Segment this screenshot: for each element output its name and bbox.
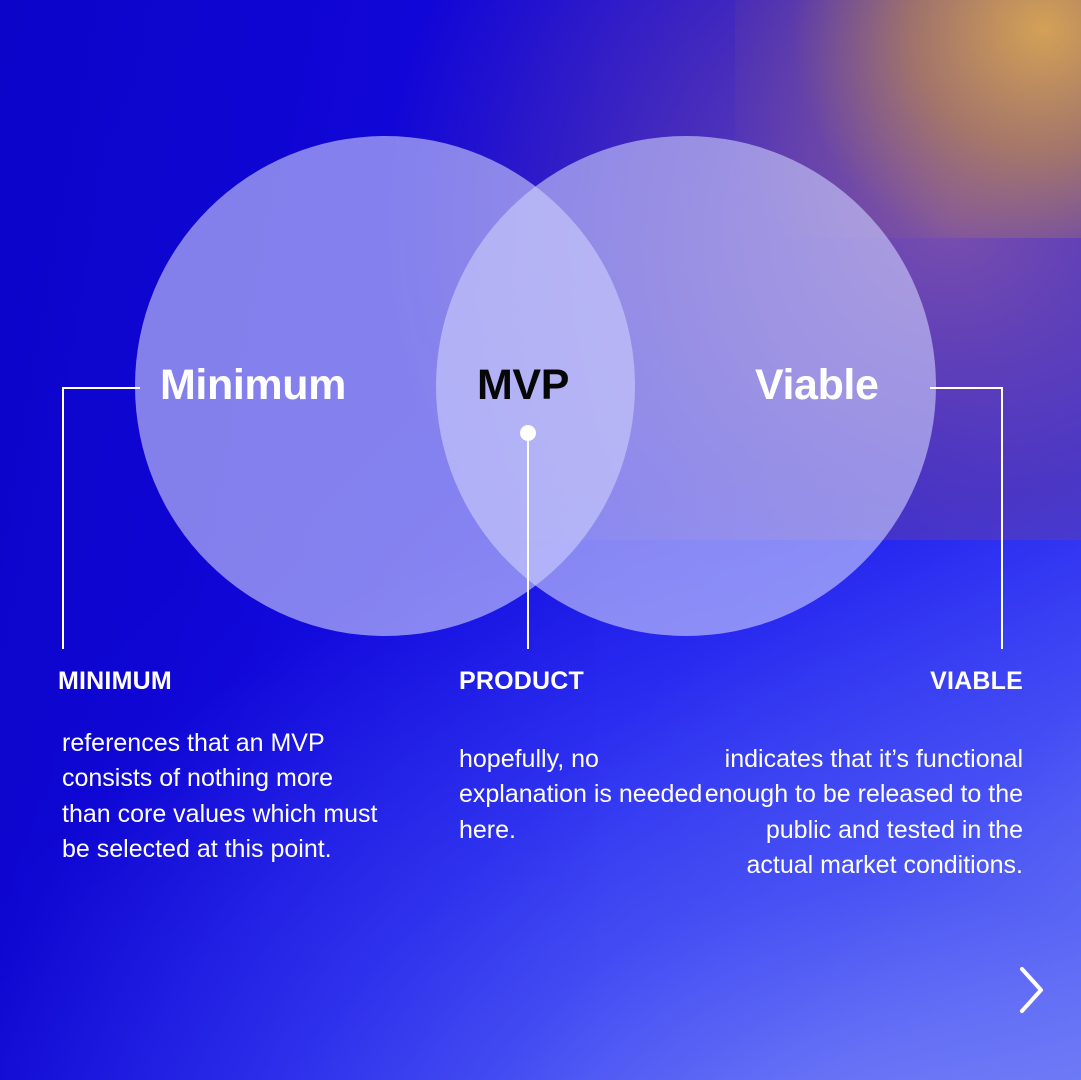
column-viable: VIABLE indicates that it’s functional en…: [700, 667, 1023, 884]
column-title-product: PRODUCT: [459, 667, 585, 695]
column-body-viable: indicates that it’s functional enough to…: [704, 744, 1023, 880]
column-minimum: MINIMUM references that an MVP consists …: [58, 667, 378, 868]
column-body-product: hopefully, no explanation is needed here…: [459, 744, 703, 844]
chevron-right-icon: [1019, 966, 1045, 1014]
venn-label-viable: Viable: [755, 361, 879, 409]
connector-bracket-left: [62, 387, 140, 649]
column-title-minimum: MINIMUM: [58, 667, 172, 695]
background-glow-gold: [735, 0, 1081, 238]
column-product: PRODUCT hopefully, no explanation is nee…: [459, 667, 719, 848]
description-columns: MINIMUM references that an MVP consists …: [0, 667, 1081, 968]
column-body-minimum: references that an MVP consists of nothi…: [62, 728, 378, 864]
column-title-viable: VIABLE: [930, 667, 1023, 695]
venn-label-minimum: Minimum: [160, 361, 346, 409]
venn-label-mvp: MVP: [477, 361, 569, 409]
connector-bracket-right: [930, 387, 1003, 649]
connector-stem-center: [527, 433, 529, 649]
next-slide-button[interactable]: [1013, 962, 1051, 1018]
connector-dot-center: [520, 425, 536, 441]
